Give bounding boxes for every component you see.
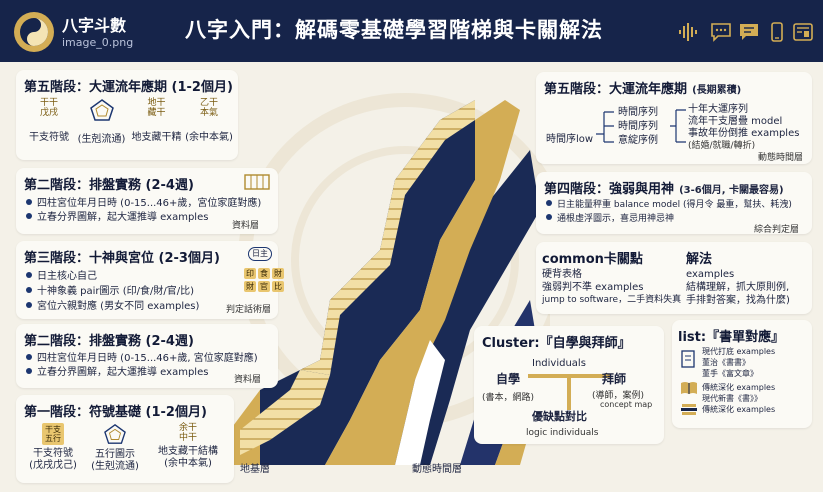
audio-wave-icon[interactable] [678,22,700,42]
stage2-card-bottom: 第二階段：排盤實務 (2-4週) 四柱宮位年月日時 (0-15...46+歲, … [16,324,278,388]
stage5-item: 乙干 本氣 (余中本氣) [185,98,233,143]
phone-icon[interactable] [766,22,788,42]
stage1-item: 干支 五行 干支符號 (戊戌戊己) [29,423,77,471]
abacus-icon [244,174,270,190]
stage5-card-left: 第五階段：大運流年應期 (1-2個月) 干干 戊戌 干支符號 (生剋流通) 地干… [16,70,238,160]
stage5-card-right: 第五階段：大運流年應期 (長期累積) 時間序low 時間序列 時間序列 意綻序例… [536,72,812,164]
base-layer-label: 地基層 [240,464,270,475]
page-title: 八字入門：解碼零基礎學習階梯與卡關解法 [185,18,603,42]
stage4-card: 第四階段：強弱與用神 (3-6個月, 卡關最容易) 日主能量秤重 balance… [536,172,812,235]
stage-title: 第二階段：排盤實務 (2-4週) [24,178,194,193]
stage1-item: 五行圖示 (生剋流通) [84,423,146,473]
bracket-connector [670,109,686,143]
day-master-badge: 日主 [248,247,272,261]
stage3-card: 第三階段：十神與宮位 (2-3個月) 日主 日主核心自己 十神象義 pair圖示… [16,241,284,319]
cluster-connector [528,374,610,410]
chat-icon[interactable] [738,22,760,42]
booklist-card: list:『書單對應』 現代打底 examples 董治《書書》 董手《富文章》… [672,320,812,428]
stage-title: 第一階段：符號基礎 (1-2個月) [24,405,207,420]
stage5-item: 干干 戊戌 干支符號 [29,98,69,143]
ten-gods-tags: 印食財 財官比 [244,268,284,292]
document-icon[interactable] [792,22,814,42]
document-icon [681,350,695,368]
book-stack-icon [681,404,697,415]
stage5-item: (生剋流通) [74,98,129,145]
cluster-card: Cluster:『自學與拜師』 Individuals 自學 (書本，網路) 拜… [474,326,664,444]
stage2-card-top: 第二階段：排盤實務 (2-4週) 四柱宮位年月日時 (0-15...46+歲，宮… [16,168,278,234]
pentagon-icon [89,99,114,121]
stage-title: 第五階段：大運流年應期 (1-2個月) [24,80,233,95]
stage1-item: 余干 中干 地支藏干結構 (余中本氣) [158,423,218,469]
dynamic-layer-label: 動態時間層 [412,464,462,475]
staircase-illustration [230,93,550,465]
common-blockers-card: common卡關點 硬背表格 強弱判不準 examples jump to so… [536,242,812,314]
open-book-icon [681,382,697,394]
stage5-item: 地干 藏干 地支藏干精 [131,98,182,143]
file-name: image_0.png [62,36,134,49]
stage1-card: 第一階段：符號基礎 (1-2個月) 干支 五行 干支符號 (戊戌戊己) 五行圖示… [16,395,234,483]
app-name: 八字斗數 [62,16,127,35]
stage-title: 第二階段：排盤實務 (2-4週) [24,334,194,349]
stage-title: 第三階段：十神與宮位 (2-3個月) [24,251,220,266]
yin-yang-logo-icon [14,12,54,52]
comment-icon[interactable] [710,22,732,42]
bracket-connector [596,111,614,143]
top-bar [0,0,823,62]
pentagon-icon [104,423,126,444]
